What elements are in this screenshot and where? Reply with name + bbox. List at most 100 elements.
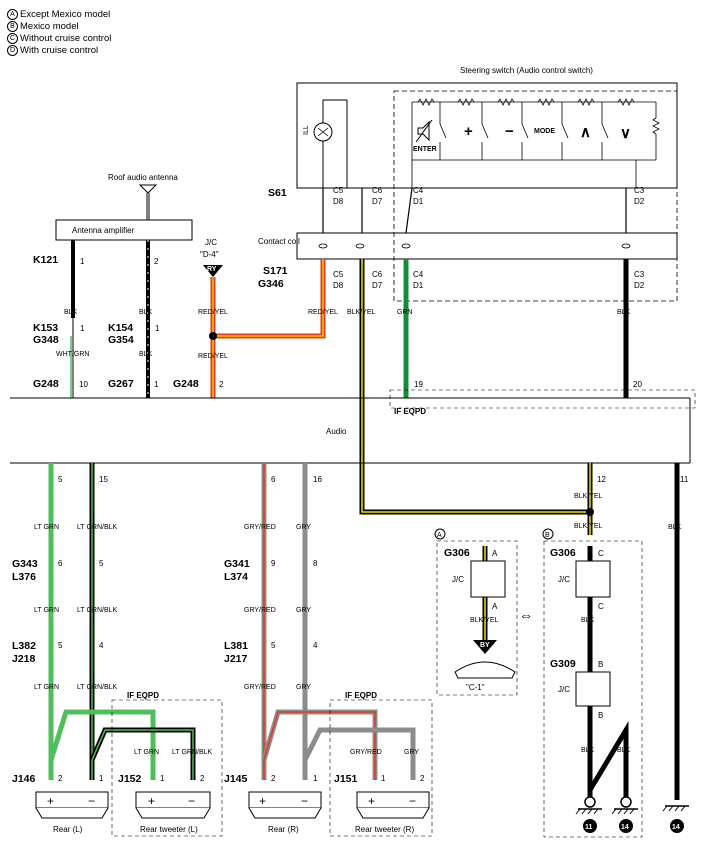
wire-label-blk: BLK — [581, 747, 595, 754]
if-eqpd-label: IF EQPD — [394, 407, 426, 416]
pin-g306-c2: C — [598, 602, 604, 611]
pin-g343-6: 6 — [58, 559, 63, 568]
svg-text:−: − — [301, 794, 308, 808]
wire-label-blk: BLK — [139, 351, 153, 358]
svg-text:+: + — [259, 794, 266, 808]
wire-label-gry-red: GRY/RED — [244, 684, 276, 691]
rear-right-wires — [261, 463, 416, 780]
pin-s61-c4: C4 — [413, 186, 424, 195]
connector-g306-a: G306 — [444, 547, 470, 559]
pin-g309-b2: B — [598, 711, 603, 720]
pin-s61-c3: C3 — [634, 186, 645, 195]
enter-label: ENTER — [413, 146, 437, 153]
wire-label-grn: GRN — [397, 309, 413, 316]
jc-label: J/C — [558, 685, 570, 694]
if-eqpd-tweeter-l-box — [111, 699, 223, 837]
pin-audio-20: 20 — [633, 380, 642, 389]
wire-label-blk: BLK — [581, 617, 595, 624]
wire-label-gry-red: GRY/RED — [350, 749, 382, 756]
pin-s171-d7: D7 — [372, 281, 383, 290]
jc-label: J/C — [205, 238, 217, 247]
connector-l381: L381 — [224, 640, 248, 652]
connector-j217: J217 — [224, 653, 248, 665]
up-label: ∧ — [580, 124, 591, 141]
svg-text:−: − — [88, 794, 95, 808]
switch-resistor-ladder — [411, 98, 660, 188]
wire-label-gry-red: GRY/RED — [244, 607, 276, 614]
pin-audio-19: 19 — [414, 380, 423, 389]
connector-g348: G348 — [33, 334, 59, 346]
contact-coil-label: Contact coil — [258, 237, 300, 246]
ry-label: RY — [207, 266, 217, 273]
pin-audio-6: 6 — [271, 475, 276, 484]
connector-k153: K153 — [33, 322, 58, 334]
rear-tweeter-right-icon: + − — [356, 791, 430, 819]
wire-label-blk: BLK — [617, 747, 631, 754]
wire-label-gry: GRY — [296, 607, 311, 614]
c1-reference: "C-1" — [466, 683, 485, 692]
wire-label-wht-grn: WHT/GRN — [56, 351, 89, 358]
if-eqpd-tweeter-r-box — [329, 699, 433, 837]
svg-text:+: + — [368, 794, 375, 808]
wire-label-blk-yel: BLK/YEL — [574, 493, 603, 500]
pin-s61-d1: D1 — [413, 197, 424, 206]
ground-14-label: 14 — [621, 824, 629, 831]
ground-14-label: 14 — [672, 824, 680, 831]
connector-g341: G341 — [224, 558, 250, 570]
antenna-amplifier-box — [55, 219, 193, 241]
ground-11-icon — [575, 796, 602, 833]
pin-j145-2: 2 — [271, 774, 276, 783]
wire-label-red-yel: RED/YEL — [198, 353, 228, 360]
pin-g248-10: 10 — [79, 380, 88, 389]
connector-l382: L382 — [12, 640, 36, 652]
if-eqpd-label: IF EQPD — [127, 691, 159, 700]
connector-l374: L374 — [224, 571, 248, 583]
steering-switch-box — [296, 82, 678, 189]
connector-g267: G267 — [108, 378, 134, 390]
ground-14-right-icon — [662, 805, 689, 833]
connector-g248: G248 — [33, 378, 59, 390]
instrument-cluster-icon — [454, 661, 516, 679]
blk-yel-wire — [359, 259, 590, 515]
wire-label-lt-grn-blk: LT GRN/BLK — [77, 684, 118, 691]
pin-j146-2: 2 — [58, 774, 63, 783]
pin-g267-1: 1 — [154, 380, 159, 389]
pin-k153-1: 1 — [80, 324, 85, 333]
pin-l381-5: 5 — [271, 641, 276, 650]
by-label: BY — [480, 642, 490, 649]
wire-label-red-yel: RED/YEL — [198, 309, 228, 316]
pin-l382-4: 4 — [99, 641, 104, 650]
roof-antenna-label: Roof audio antenna — [108, 173, 178, 182]
connector-s171: S171 — [263, 265, 288, 277]
wire-label-lt-grn: LT GRN — [34, 524, 59, 531]
wire-label-gry: GRY — [296, 524, 311, 531]
connector-l376: L376 — [12, 571, 36, 583]
wire-label-red-yel: RED/YEL — [308, 309, 338, 316]
pin-s61-d2: D2 — [634, 197, 645, 206]
pin-g341-8: 8 — [313, 559, 318, 568]
audio-pin-12-wire — [586, 463, 594, 535]
jc-label: J/C — [452, 575, 464, 584]
connector-j146: J146 — [12, 773, 36, 785]
pin-s61-c5: C5 — [333, 186, 344, 195]
ill-label: ILL — [303, 125, 310, 135]
svg-text:−: − — [188, 794, 195, 808]
wire-label-lt-grn-blk: LT GRN/BLK — [77, 524, 118, 531]
connector-j151: J151 — [334, 773, 358, 785]
svg-text:+: + — [148, 794, 155, 808]
jc-block-b — [575, 560, 611, 598]
pin-j145-1: 1 — [313, 774, 318, 783]
steering-switch-label: Steering switch (Audio control switch) — [460, 66, 593, 75]
wire-label-lt-grn-blk: LT GRN/BLK — [172, 749, 213, 756]
pin-j152-1: 1 — [160, 774, 165, 783]
jc-block-g309 — [575, 671, 611, 707]
minus-label: − — [505, 123, 514, 140]
pin-s171-c6: C6 — [372, 270, 383, 279]
if-eqpd-box — [389, 389, 696, 409]
rear-right-label: Rear (R) — [268, 825, 299, 834]
ry-arrow-icon — [203, 265, 223, 277]
pin-g306-c: C — [598, 549, 604, 558]
pin-s171-c5: C5 — [333, 270, 344, 279]
